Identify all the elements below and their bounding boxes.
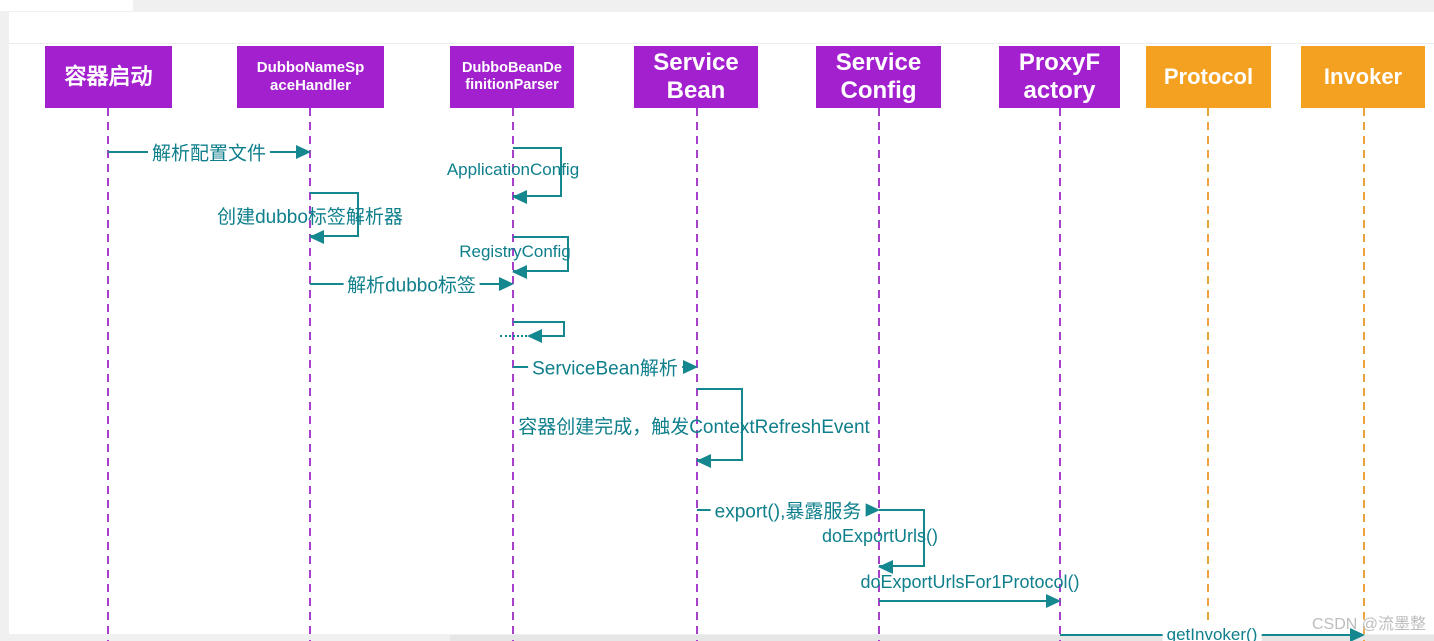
actor-box-protocol: Protocol xyxy=(1146,46,1271,108)
message-label: 解析配置文件 xyxy=(147,138,271,166)
loop-bottom-line xyxy=(541,335,565,337)
message-doexporturlsfor1protocol xyxy=(879,591,1061,611)
selfcall-create-dubbo-tag-parser xyxy=(309,192,359,244)
lifeline-protocol xyxy=(1207,108,1209,641)
bottom-frame-strip-dark xyxy=(450,635,1434,641)
left-frame-strip xyxy=(0,12,9,641)
arrowhead-right-icon xyxy=(1046,594,1061,608)
lifeline-proxyfactory xyxy=(1059,108,1061,641)
actor-box-dubbonamespacehandler: DubboNameSp aceHandler xyxy=(237,46,384,108)
top-frame-strip xyxy=(0,0,1434,12)
loop-right-line xyxy=(563,321,565,337)
message-label: getInvoker() xyxy=(1162,625,1262,641)
message-label: ApplicationConfig xyxy=(446,160,580,179)
actor-box-serviceconfig: Service Config xyxy=(816,46,941,108)
arrowhead-right-icon xyxy=(683,360,698,374)
message-label: ServiceBean解析 xyxy=(528,353,682,381)
arrowhead-left-icon xyxy=(512,265,527,279)
lifeline-servicebean xyxy=(696,108,698,641)
selfcall-applicationconfig xyxy=(512,147,562,204)
actor-box-invoker: Invoker xyxy=(1301,46,1425,108)
lifeline-container-start xyxy=(107,108,109,641)
arrowhead-right-icon xyxy=(1350,628,1365,641)
arrowhead-left-icon xyxy=(696,454,711,468)
actor-box-container-start: 容器启动 xyxy=(45,46,172,108)
faint-guide-line xyxy=(9,43,1434,44)
arrowhead-left-icon xyxy=(512,190,527,204)
arrowhead-right-icon xyxy=(499,277,514,291)
message-servicebean-parse: ServiceBean解析 xyxy=(513,353,698,381)
actor-box-proxyfactory: ProxyF actory xyxy=(999,46,1120,108)
arrowhead-right-icon xyxy=(865,503,880,517)
lifeline-dubbonamespacehandler xyxy=(309,108,311,641)
selfcall-registryconfig xyxy=(512,236,569,279)
message-label: RegistryConfig xyxy=(459,242,571,261)
message-label: 容器创建完成，触发ContextRefreshEvent xyxy=(518,417,870,438)
arrowhead-left-icon xyxy=(309,230,324,244)
dotted-tail-line xyxy=(500,335,527,337)
message-label: doExportUrls() xyxy=(821,526,939,546)
message-export-service: export(),暴露服务 xyxy=(697,496,880,524)
csdn-watermark: CSDN @流墨整 xyxy=(1311,616,1426,633)
lifeline-dubbobeandefinitionparser xyxy=(512,108,514,641)
message-getinvoker: getInvoker() xyxy=(1060,625,1365,641)
message-parse-dubbo-tag: 解析dubbo标签 xyxy=(310,270,514,298)
top-left-notch xyxy=(0,0,133,11)
lifeline-invoker xyxy=(1363,108,1365,641)
loop-top-line xyxy=(513,321,565,323)
actor-box-dubbobeandefinitionparser: DubboBeanDe finitionParser xyxy=(450,46,574,108)
message-label: 创建dubbo标签解析器 xyxy=(217,207,403,228)
selfcall-doexporturls xyxy=(878,509,925,574)
lifeline-serviceconfig xyxy=(878,108,880,641)
arrowhead-left-icon xyxy=(878,560,893,574)
arrowhead-left-icon xyxy=(527,329,542,343)
message-parse-config-file: 解析配置文件 xyxy=(108,138,311,166)
selfcall-dotted-repeat xyxy=(500,320,565,344)
arrowhead-right-icon xyxy=(296,145,311,159)
actor-box-servicebean: Service Bean xyxy=(634,46,758,108)
message-label: export(),暴露服务 xyxy=(710,496,866,524)
message-label: 解析dubbo标签 xyxy=(343,270,480,298)
message-label: doExportUrlsFor1Protocol() xyxy=(860,572,1080,592)
message-line xyxy=(879,600,1050,602)
selfcall-context-refresh-event xyxy=(696,388,743,468)
